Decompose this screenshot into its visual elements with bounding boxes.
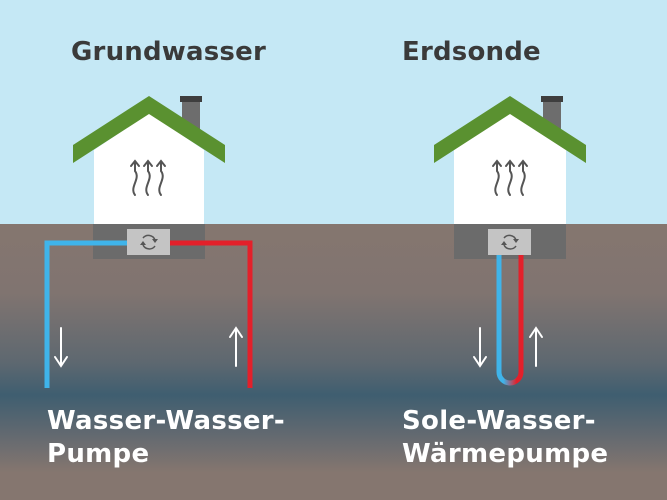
cold-pipe xyxy=(44,240,128,388)
caption-ground-probe: Sole-Wasser- Wärmepumpe xyxy=(402,405,608,471)
chimney-cap xyxy=(541,96,563,102)
hot-pipe xyxy=(168,240,253,388)
caption-line-2: Wärmepumpe xyxy=(402,439,609,469)
arrow-up-icon xyxy=(229,326,243,367)
panel-title-ground-probe: Erdsonde xyxy=(402,37,541,67)
heat-waves-icon xyxy=(492,159,528,196)
caption-line-1: Wasser-Wasser- xyxy=(47,406,286,436)
groundwater-pipes xyxy=(44,240,253,388)
probe-u-bend xyxy=(496,371,524,386)
caption-line-2: Pumpe xyxy=(47,439,150,469)
caption-groundwater: Wasser-Wasser- Pumpe xyxy=(47,405,285,471)
ground xyxy=(0,224,667,500)
heat-pump-cycle-icon xyxy=(127,229,170,255)
ground-probe xyxy=(496,250,524,386)
heat-pump-cycle-icon xyxy=(488,229,531,255)
roof xyxy=(434,96,586,163)
roof xyxy=(73,96,225,163)
arrow-down-icon xyxy=(473,327,487,368)
heat-waves-icon xyxy=(130,159,166,196)
chimney-cap xyxy=(180,96,202,102)
caption-line-1: Sole-Wasser- xyxy=(402,406,596,436)
arrow-down-icon xyxy=(54,327,68,368)
panel-title-groundwater: Grundwasser xyxy=(71,37,266,67)
arrow-up-icon xyxy=(529,326,543,367)
